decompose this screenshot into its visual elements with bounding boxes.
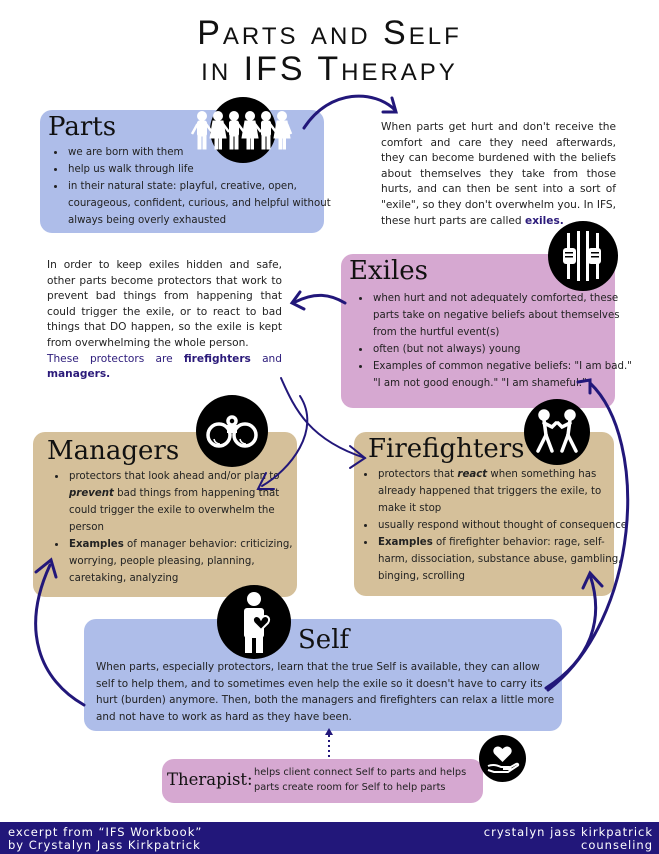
prevent-emphasis: prevent [69, 488, 114, 499]
firefighters-bullet-text: protectors that [378, 469, 458, 480]
managers-bullet-text: protectors that look ahead and/or plan t… [69, 471, 280, 482]
exiles-bullet: when hurt and not adequately comforted, … [371, 290, 633, 341]
exile-intro-text: When parts get hurt and don't receive th… [381, 120, 616, 229]
managers-term: managers. [47, 368, 111, 381]
firefighters-bullet: Examples of firefighter behavior: rage, … [376, 534, 631, 585]
footer-brand: crystalyn jass kirkpatrick counseling [484, 826, 653, 852]
exiles-heading: Exiles [349, 256, 429, 286]
exiles-bullet: often (but not always) young [371, 341, 633, 358]
managers-bullet: Examples of manager behavior: criticizin… [67, 536, 307, 587]
managers-heading: Managers [47, 436, 180, 466]
therapist-text: helps client connect Self to parts and h… [254, 767, 467, 793]
footer-brand-line1: crystalyn jass kirkpatrick [483, 825, 653, 839]
page-title-line2: in IFS Therapy [201, 50, 458, 88]
footer-bar: excerpt from “IFS Workbook” by Crystalyn… [0, 822, 659, 854]
exile-intro-body: When parts get hurt and don't receive th… [381, 121, 616, 227]
arrow-exiles-to-protectors-text [289, 290, 347, 311]
jail-bars-hands-icon [548, 221, 618, 291]
page-title-line1: Parts and Self [197, 14, 462, 52]
managers-bullet: protectors that look ahead and/or plan t… [67, 468, 307, 536]
self-box: Self When parts, especially protectors, … [84, 619, 562, 731]
footer-source-line2: by Crystalyn Jass Kirkpatrick [8, 838, 201, 852]
people-figures-icon [190, 111, 293, 150]
managers-bullet-text: bad things from happening that could tri… [69, 488, 280, 533]
protectors-intro-text: In order to keep exiles hidden and safe,… [47, 258, 282, 383]
self-heading: Self [298, 625, 350, 655]
react-emphasis: react [457, 469, 488, 480]
person-with-heart-icon [217, 585, 291, 659]
binoculars-icon [196, 395, 268, 467]
firefighters-heading: Firefighters [368, 434, 525, 464]
heart-in-hand-icon [479, 735, 526, 782]
fighting-figures-icon [524, 399, 590, 465]
firefighters-bullet: protectors that react when something has… [376, 466, 631, 517]
managers-bullet-text: of manager behavior: criticizing, worryi… [69, 539, 293, 584]
protectors-line-start: These protectors are [47, 352, 184, 365]
exiles-bullet: Examples of common negative beliefs: "I … [371, 358, 633, 392]
firefighters-bullet: usually respond without thought of conse… [376, 517, 631, 534]
firefighters-bullet-text: when something has already happened that… [378, 469, 602, 514]
firefighters-bullet-text: of firefighter behavior: rage, self-harm… [378, 537, 622, 582]
arrow-therapist-to-self [325, 728, 333, 757]
parts-bullet: we are born with them [66, 144, 336, 161]
parts-bullet: in their natural state: playful, creativ… [66, 178, 336, 229]
parts-bullet: help us walk through life [66, 161, 336, 178]
protectors-intro-body: In order to keep exiles hidden and safe,… [47, 259, 282, 349]
therapist-label: Therapist: [167, 770, 253, 789]
self-text: When parts, especially protectors, learn… [96, 661, 555, 723]
firefighters-term: firefighters [183, 352, 251, 365]
exiles-term: exiles. [525, 214, 564, 227]
examples-label: Examples [378, 537, 433, 548]
therapist-box: Therapist: helps client connect Self to … [162, 759, 483, 803]
examples-label: Examples [69, 539, 124, 550]
footer-source-line1: excerpt from “IFS Workbook” [8, 825, 203, 839]
footer-source: excerpt from “IFS Workbook” by Crystalyn… [8, 826, 202, 852]
parts-heading: Parts [48, 112, 117, 142]
and-word: and [250, 352, 282, 365]
footer-brand-line2: counseling [581, 838, 653, 852]
